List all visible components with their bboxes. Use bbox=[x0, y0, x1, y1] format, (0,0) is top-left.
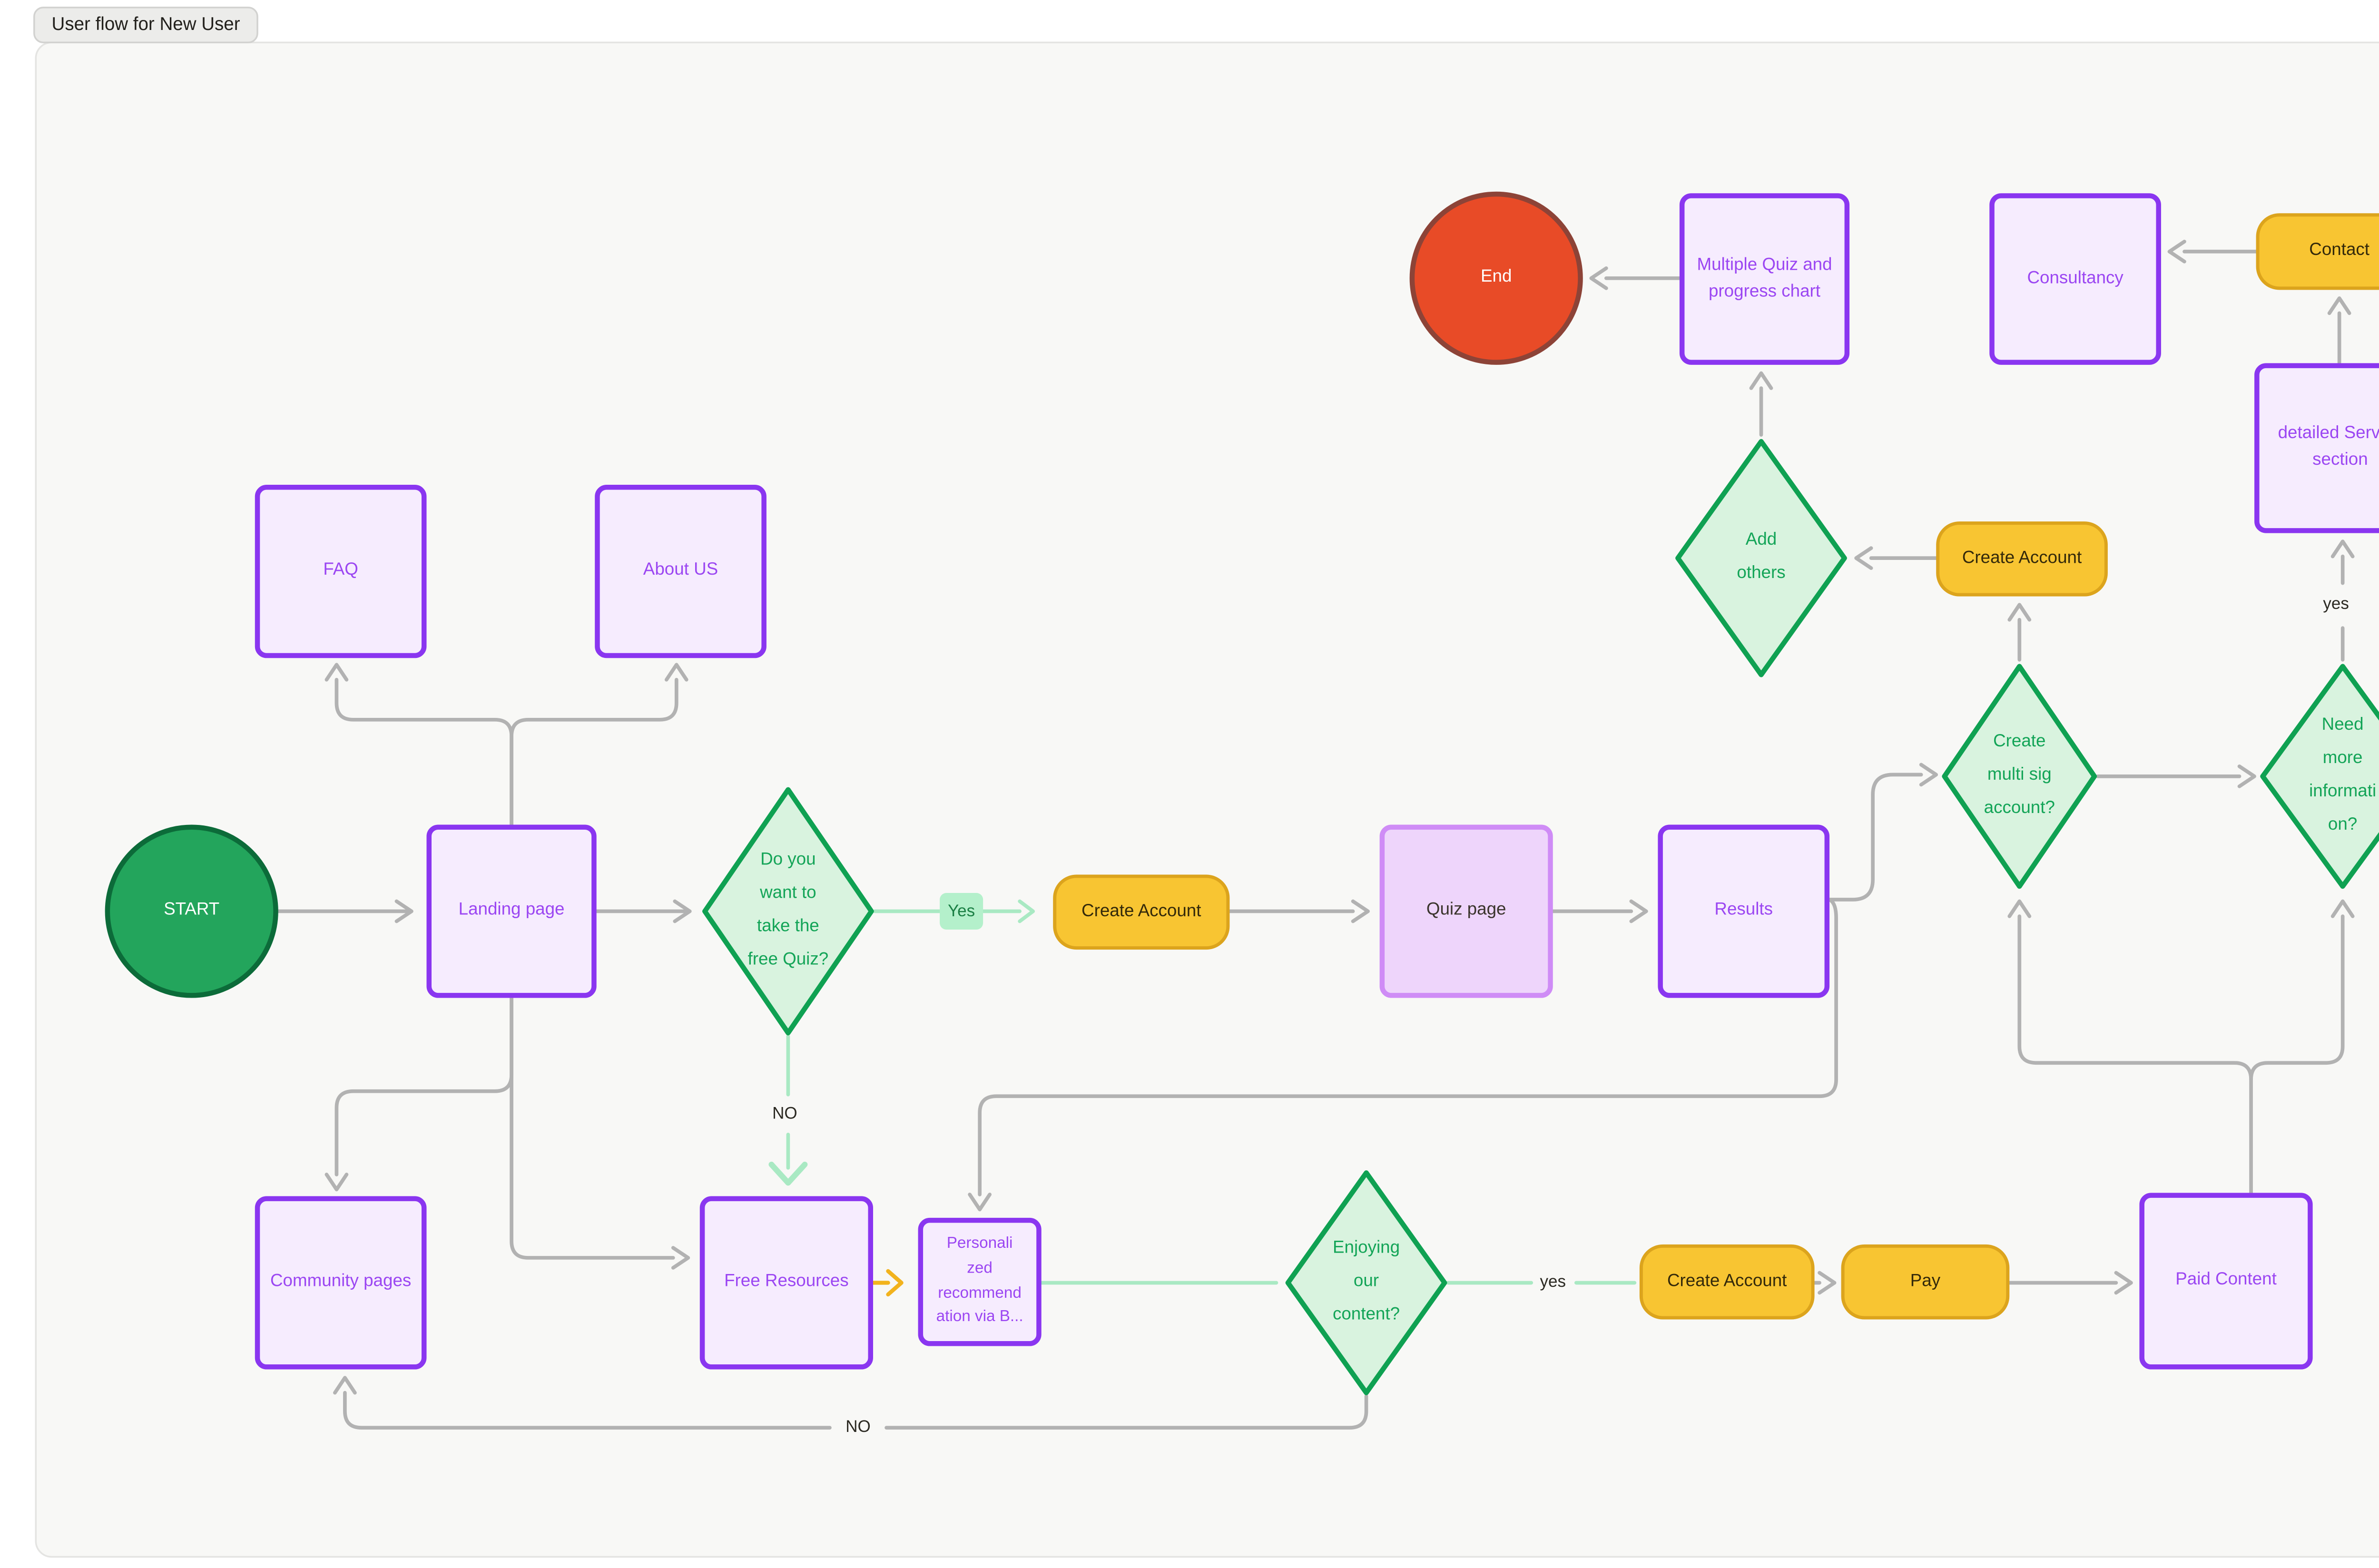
edge-landing-freeresources bbox=[510, 996, 690, 1270]
node-personalized-rec-label: Personali zed recommend ation via B... bbox=[936, 1235, 1023, 1327]
node-add-others-label: Add others bbox=[1737, 529, 1786, 583]
edge-enjoying-no-community bbox=[333, 1376, 1368, 1430]
edge-createaccount-quizpage bbox=[1228, 899, 1370, 923]
node-about-us[interactable]: About US bbox=[595, 485, 767, 658]
diamond-shape bbox=[1285, 1170, 1447, 1395]
node-create-account-bottom-label: Create Account bbox=[1667, 1270, 1787, 1291]
board-title-tab[interactable]: User flow for New User bbox=[33, 7, 259, 44]
node-pay[interactable]: Pay bbox=[1841, 1244, 2010, 1320]
edge-quizpage-results bbox=[1551, 899, 1648, 923]
node-paid-content[interactable]: Paid Content bbox=[2139, 1193, 2313, 1370]
diamond-shape bbox=[1942, 664, 2097, 889]
edge-label-more-info-yes: yes bbox=[2323, 595, 2349, 614]
diamond-shape bbox=[2260, 664, 2379, 889]
node-create-account-bottom[interactable]: Create Account bbox=[1639, 1244, 1815, 1320]
node-start-label: START bbox=[164, 900, 220, 920]
node-contact[interactable]: Contact bbox=[2256, 213, 2379, 290]
node-create-multisig[interactable]: Create multi sig account? bbox=[1941, 663, 2098, 890]
edge-start-landing bbox=[276, 899, 413, 923]
edge-needmore-detailedservice bbox=[2330, 539, 2355, 662]
node-consultancy-label: Consultancy bbox=[2027, 267, 2123, 288]
node-create-account-mid[interactable]: Create Account bbox=[1053, 874, 1230, 950]
node-free-resources[interactable]: Free Resources bbox=[699, 1196, 873, 1370]
edge-createaccount-addothers bbox=[1854, 546, 1938, 570]
node-start[interactable]: START bbox=[105, 824, 278, 998]
diamond-shape bbox=[702, 787, 874, 1036]
node-quiz-question-label: Do you want to take the free Quiz? bbox=[747, 850, 829, 970]
edge-addothers-multiplequiz bbox=[1749, 371, 1773, 437]
diamond-shape bbox=[1675, 439, 1847, 677]
edge-multiplequiz-end bbox=[1589, 266, 1681, 290]
node-community-pages[interactable]: Community pages bbox=[255, 1196, 427, 1370]
node-end-label: End bbox=[1480, 266, 1512, 287]
edge-detailedservice-contact bbox=[2327, 296, 2351, 365]
node-contact-label: Contact bbox=[2309, 240, 2370, 260]
edge-freeresources-personalized bbox=[871, 1269, 904, 1297]
edge-label-quiz-no: NO bbox=[772, 1105, 797, 1124]
node-pay-label: Pay bbox=[1910, 1270, 1941, 1291]
node-paid-content-label: Paid Content bbox=[2175, 1269, 2277, 1290]
node-detailed-service-label: detailed Service section bbox=[2278, 423, 2379, 470]
edge-landing-faq bbox=[324, 663, 513, 827]
node-multiple-quiz[interactable]: Multiple Quiz and progress chart bbox=[1679, 193, 1850, 365]
node-need-more-info[interactable]: Need more informati on? bbox=[2260, 663, 2379, 890]
node-add-others[interactable]: Add others bbox=[1674, 438, 1848, 678]
node-faq[interactable]: FAQ bbox=[255, 485, 427, 658]
node-create-account-mid-label: Create Account bbox=[1081, 901, 1201, 921]
edge-multisig-createaccount bbox=[2007, 603, 2032, 662]
edge-paidcontent-needmore bbox=[2249, 899, 2355, 1082]
node-personalized-rec[interactable]: Personali zed recommend ation via B... bbox=[918, 1217, 1042, 1346]
edge-label-quiz-yes: Yes bbox=[940, 893, 983, 930]
node-faq-label: FAQ bbox=[323, 560, 358, 580]
board-title: User flow for New User bbox=[51, 15, 240, 35]
edge-results-multisig bbox=[1828, 763, 1938, 902]
edge-multisig-needmore bbox=[2096, 764, 2256, 788]
edge-label-enjoying-yes: yes bbox=[1540, 1274, 1566, 1292]
node-quiz-page[interactable]: Quiz page bbox=[1379, 824, 1553, 998]
edge-quiz-no-arrowhead bbox=[768, 1161, 808, 1186]
edge-pay-paidcontent bbox=[2007, 1271, 2133, 1295]
node-landing-page[interactable]: Landing page bbox=[426, 824, 597, 998]
node-detailed-service[interactable]: detailed Service section bbox=[2254, 363, 2379, 533]
node-create-account-top[interactable]: Create Account bbox=[1936, 521, 2108, 597]
node-end[interactable]: End bbox=[1409, 191, 1583, 365]
edge-label-enjoying-no: NO bbox=[845, 1418, 871, 1437]
node-create-multisig-label: Create multi sig account? bbox=[1984, 731, 2055, 818]
node-enjoying-content-label: Enjoying our content? bbox=[1332, 1238, 1400, 1324]
node-multiple-quiz-label: Multiple Quiz and progress chart bbox=[1697, 254, 1832, 301]
node-results[interactable]: Results bbox=[1658, 824, 1830, 998]
node-community-pages-label: Community pages bbox=[270, 1271, 412, 1292]
node-results-label: Results bbox=[1714, 900, 1773, 920]
edge-landing-quiz bbox=[594, 899, 692, 923]
edge-paidcontent-multisig bbox=[2007, 899, 2253, 1195]
node-need-more-info-label: Need more informati on? bbox=[2309, 715, 2377, 835]
node-consultancy[interactable]: Consultancy bbox=[1989, 193, 2161, 365]
node-enjoying-content[interactable]: Enjoying our content? bbox=[1285, 1169, 1448, 1396]
node-create-account-top-label: Create Account bbox=[1962, 547, 2082, 568]
edge-landing-about bbox=[510, 663, 688, 827]
node-quiz-question[interactable]: Do you want to take the free Quiz? bbox=[701, 786, 875, 1036]
node-landing-page-label: Landing page bbox=[458, 900, 565, 920]
node-free-resources-label: Free Resources bbox=[724, 1271, 849, 1292]
edge-createaccount-pay bbox=[1812, 1271, 1837, 1295]
node-about-us-label: About US bbox=[643, 560, 718, 580]
edge-landing-community bbox=[324, 996, 513, 1192]
edge-results-personalized bbox=[968, 898, 1838, 1212]
edge-contact-consultancy bbox=[2167, 239, 2258, 264]
node-quiz-page-label: Quiz page bbox=[1426, 900, 1506, 920]
